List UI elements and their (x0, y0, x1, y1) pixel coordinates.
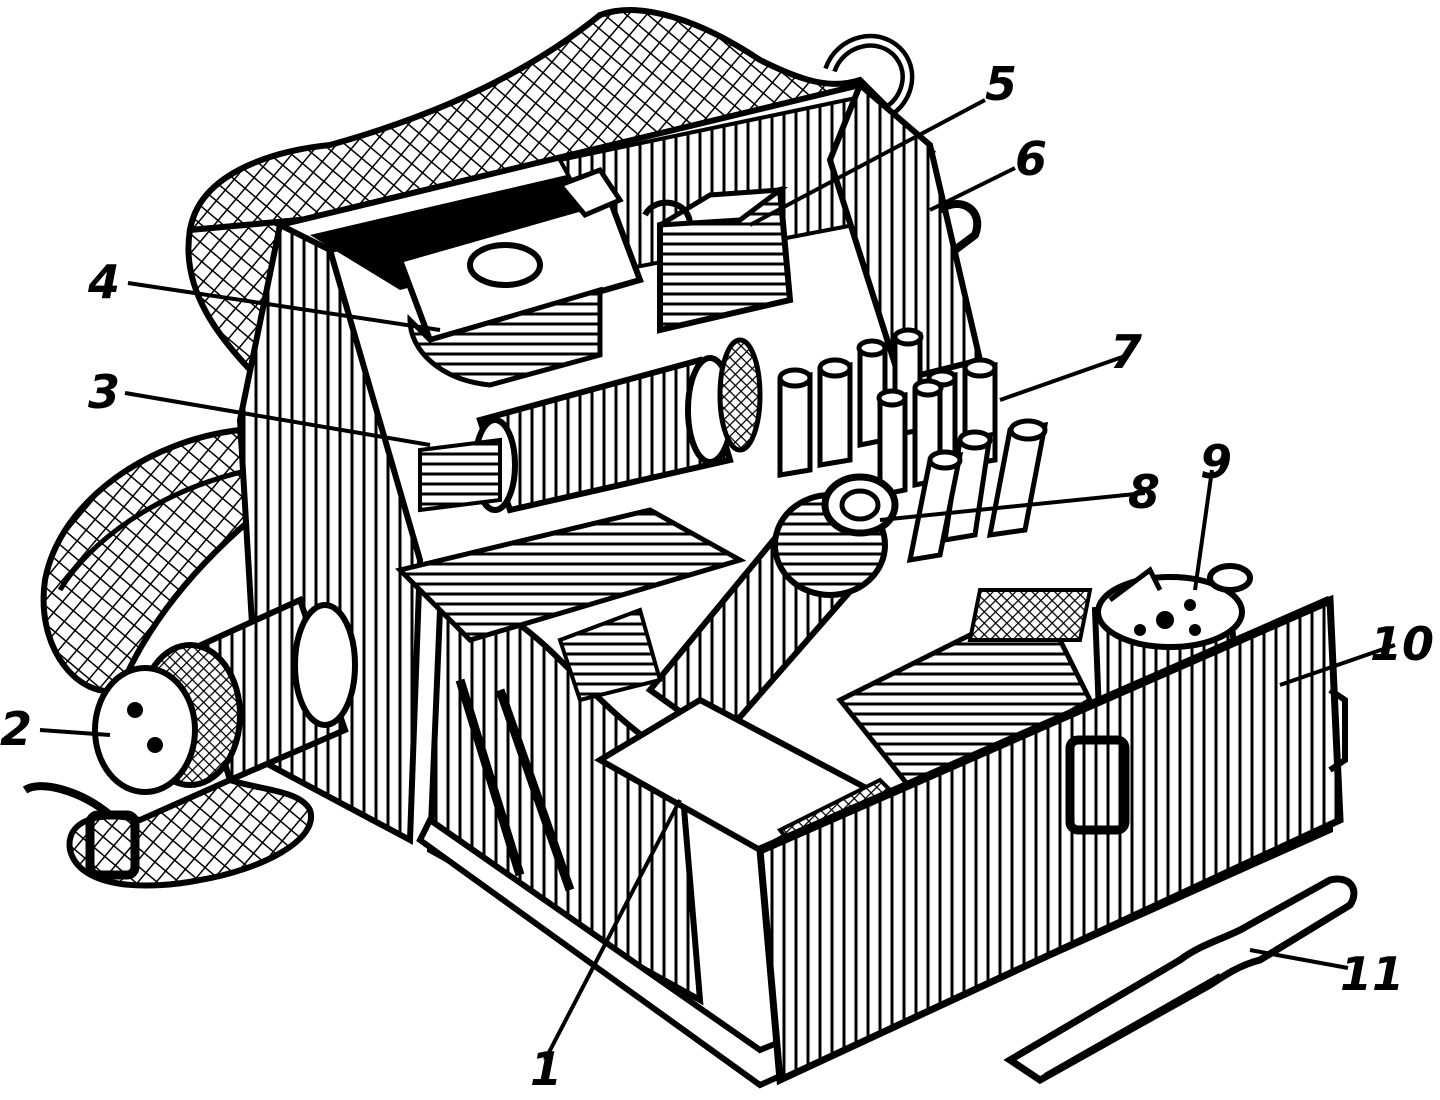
label-8: 8 (1128, 465, 1160, 519)
leader-11 (1249, 948, 1349, 970)
spatula-11 (1003, 875, 1358, 1085)
label-4: 4 (87, 255, 120, 309)
box-body (416, 594, 1348, 1089)
leader-3 (124, 391, 431, 447)
label-5: 5 (985, 57, 1017, 111)
leader-9 (1193, 469, 1214, 591)
label-7: 7 (1110, 325, 1142, 379)
label-6: 6 (1015, 132, 1047, 186)
leader-2 (39, 728, 111, 737)
inner-floor (395, 507, 1094, 858)
strap-buckle (22, 776, 315, 889)
cylinder-3 (418, 337, 763, 514)
leader-lines (39, 98, 1396, 1061)
leader-1 (543, 799, 682, 1061)
leader-5 (749, 98, 986, 227)
carry-handle (823, 33, 915, 116)
label-2: 2 (0, 702, 32, 756)
knob-2 (92, 595, 358, 795)
leader-7 (999, 353, 1129, 402)
leader-4 (127, 281, 441, 332)
tube-bundle-7 (777, 327, 1049, 564)
label-3: 3 (88, 365, 120, 419)
label-10: 10 (1370, 617, 1434, 671)
label-1: 1 (530, 1042, 562, 1096)
callout-labels: 4 3 5 6 7 8 9 10 11 1 2 (0, 57, 1434, 1096)
label-11: 11 (1340, 947, 1404, 1001)
leader-8 (879, 491, 1146, 522)
stack-block-5 (642, 186, 794, 334)
leader-10 (1279, 643, 1396, 687)
coil-assembly-4 (396, 166, 644, 388)
label-9: 9 (1200, 435, 1232, 489)
leader-6 (929, 166, 1016, 212)
